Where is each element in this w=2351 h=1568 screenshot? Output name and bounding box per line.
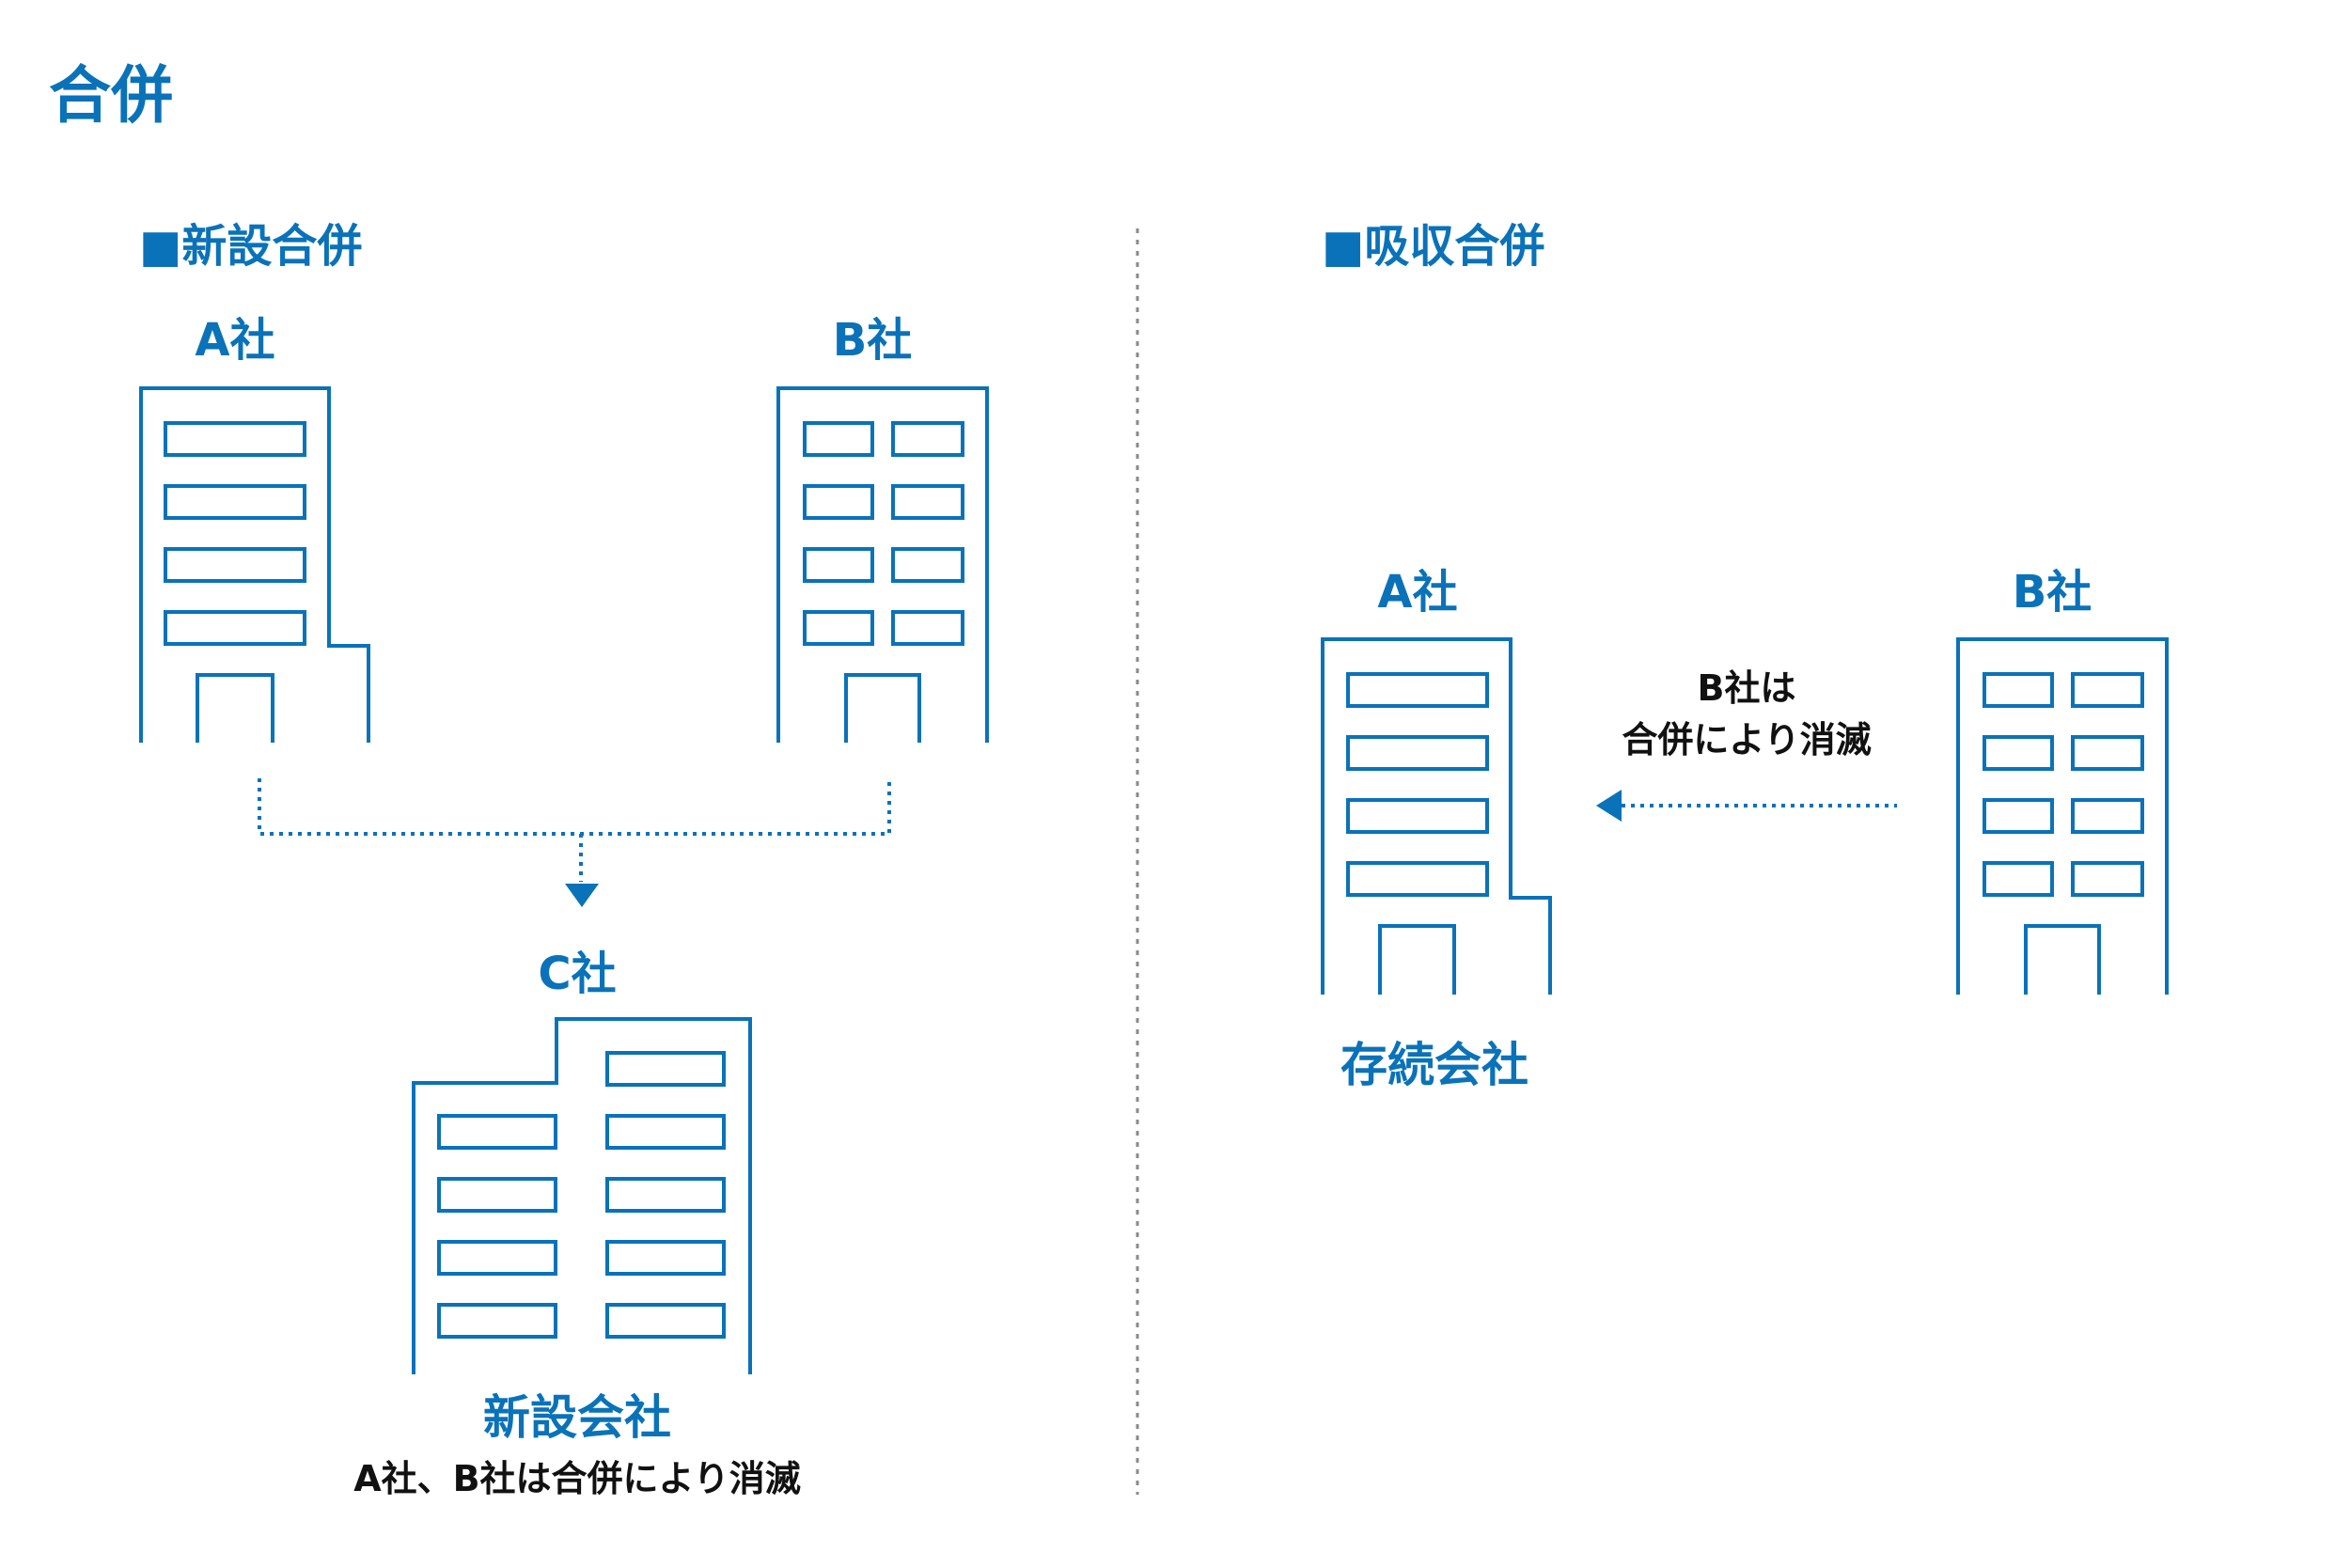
absorption-merger-section: ■吸収合併 A社 B社は 合併により消滅 B社 xyxy=(1321,220,2169,1092)
new-company-c-building xyxy=(412,1017,752,1374)
page-title: 合併 xyxy=(49,59,173,132)
absorption-company-b-label: B社 xyxy=(2013,566,2092,619)
absorption-arrow-label-line1: B社は xyxy=(1698,667,1796,709)
absorption-merger-heading: ■吸収合併 xyxy=(1322,220,1544,273)
new-merger-company-a-label: A社 xyxy=(195,314,274,367)
dissolution-note: A社、B社は合併により消滅 xyxy=(353,1458,801,1499)
new-merger-company-a-building xyxy=(139,386,370,743)
absorption-arrow xyxy=(1596,790,1897,822)
surviving-company-label: 存続会社 xyxy=(1340,1038,1528,1092)
new-merger-company-c-label: C社 xyxy=(538,948,616,1000)
absorption-company-a-label: A社 xyxy=(1377,566,1457,619)
absorbed-company-b-building xyxy=(1956,637,2169,995)
surviving-company-a-building xyxy=(1321,637,1552,995)
new-company-label: 新設会社 xyxy=(483,1390,671,1445)
merge-connector-arrow xyxy=(258,778,891,907)
new-merger-company-b-building xyxy=(776,386,989,743)
new-merger-heading: ■新設合併 xyxy=(139,220,362,273)
new-merger-section: ■新設合併 A社 B社 xyxy=(139,220,989,1499)
new-merger-company-b-label: B社 xyxy=(833,314,913,367)
absorption-arrow-label-line2: 合併により消滅 xyxy=(1622,719,1871,760)
